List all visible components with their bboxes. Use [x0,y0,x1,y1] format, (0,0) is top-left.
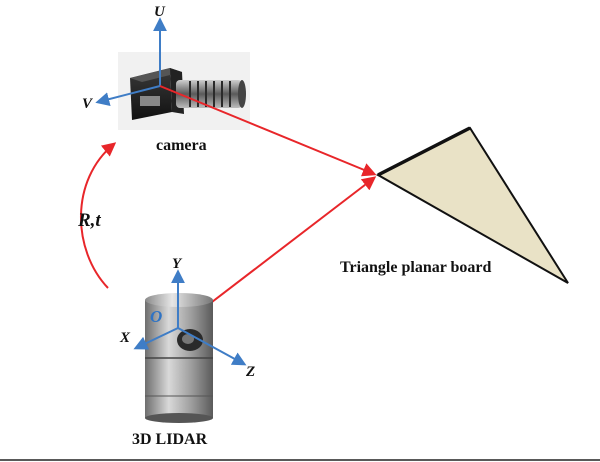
board-caption: Triangle planar board [340,259,492,276]
lidar-caption: 3D LIDAR [132,431,208,448]
lidar-y-label: Y [172,256,183,272]
transform-arc [80,142,117,289]
lidar-axes: Y X Z O [119,256,255,380]
lidar-z-axis [177,327,247,366]
camera-u-label: U [154,4,166,20]
lidar-x-label: X [119,330,131,346]
camera-ray [159,85,377,177]
camera-axes: U V [82,4,167,112]
lidar-z-label: Z [245,364,255,380]
camera-v-label: V [82,96,94,112]
lidar-x-axis [133,327,179,350]
board-top-edge [377,126,471,177]
camera-v-axis [95,85,161,106]
transform-label: R,t [77,210,101,231]
lidar-origin-label: O [150,307,162,326]
camera-caption: camera [156,137,207,154]
